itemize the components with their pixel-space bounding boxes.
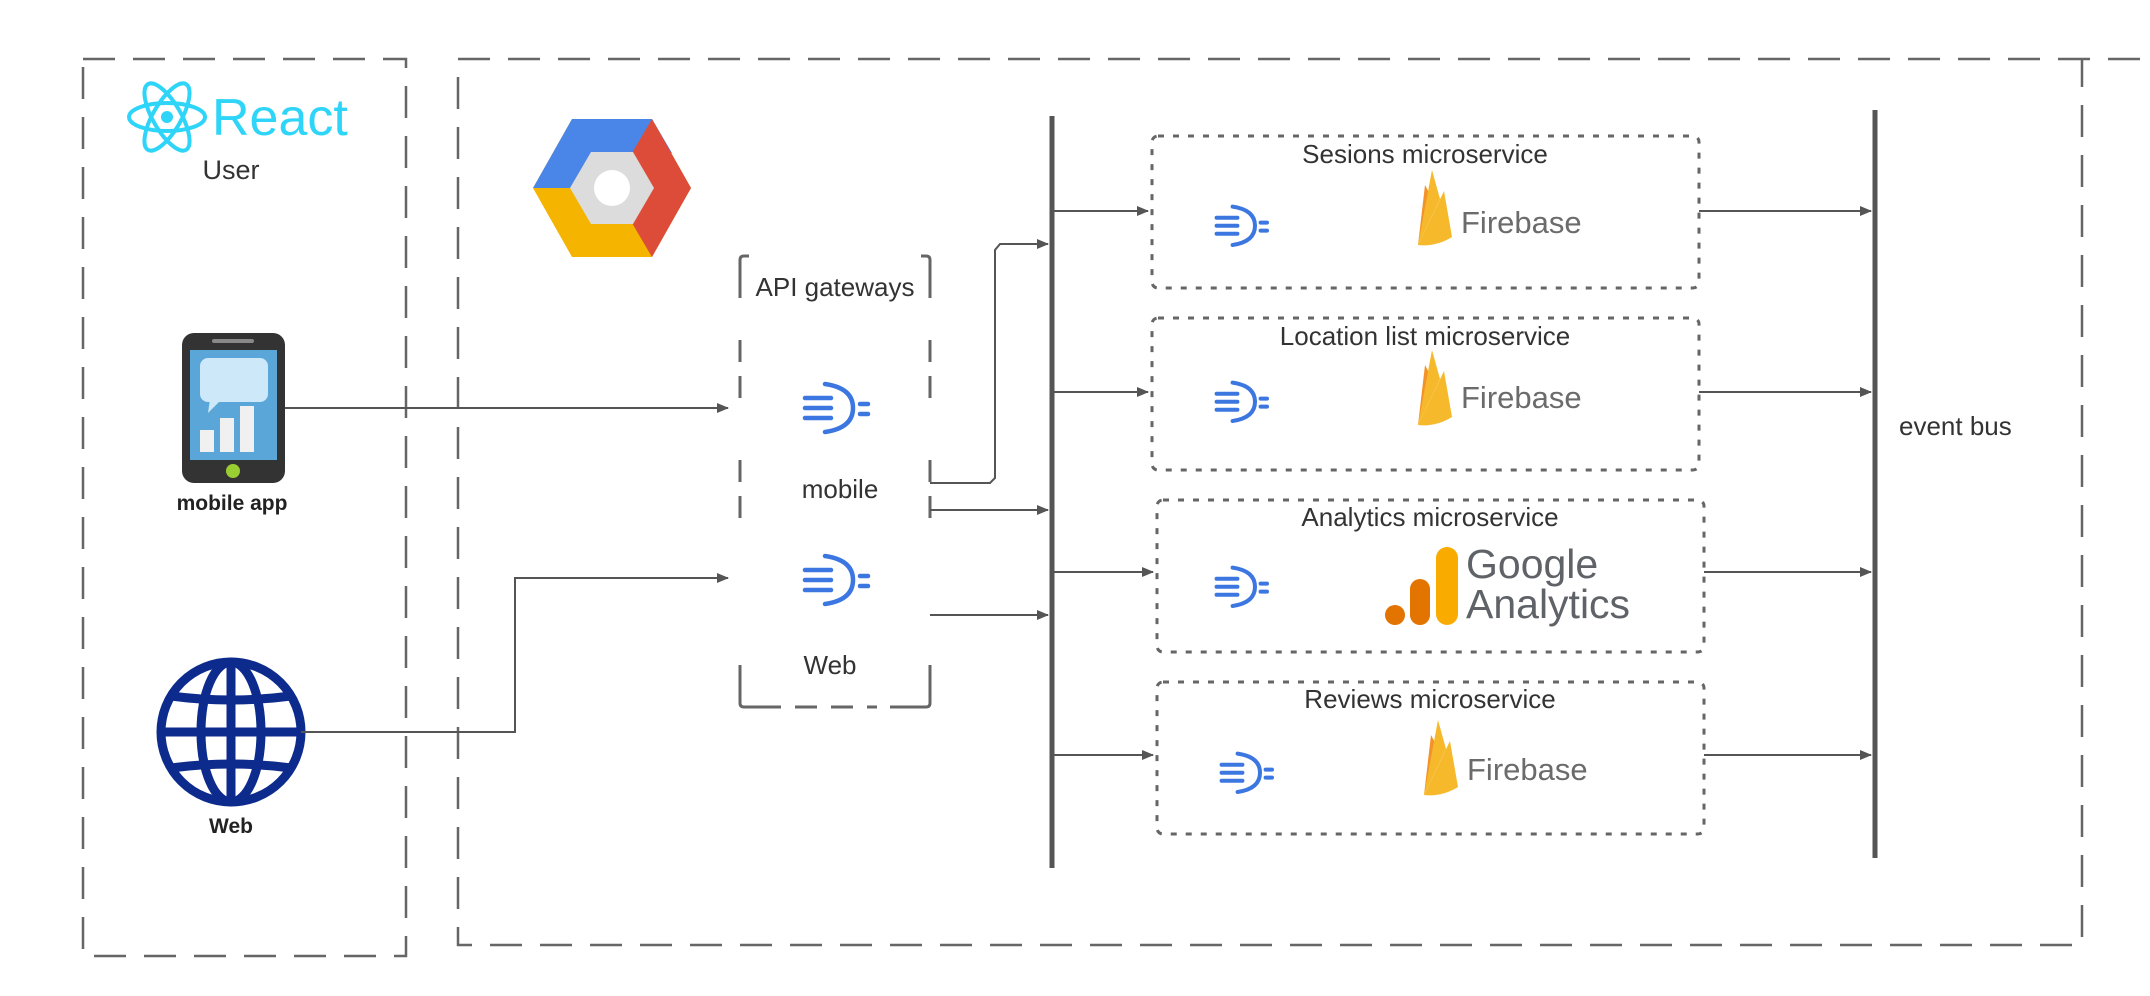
sessions-provider-label: Firebase [1461, 205, 1582, 240]
react-logo-icon [127, 81, 207, 153]
user-zone-border [81, 57, 408, 958]
analytics-provider-line2: Analytics [1466, 581, 1631, 627]
api-gateways-title: API gateways [755, 272, 915, 302]
google-cloud-icon [533, 119, 691, 257]
web-connector [301, 573, 729, 733]
mobile-phone-icon [182, 333, 285, 483]
location-microservice-box [1150, 316, 1701, 472]
mobile-app-label: mobile app [176, 492, 288, 515]
api-gateway-icon [802, 381, 871, 435]
api-gateway-icon [1214, 204, 1270, 248]
api-gateways-box [738, 254, 932, 709]
gateway-web-label: Web [803, 650, 857, 680]
user-label: User [202, 155, 260, 185]
location-provider-label: Firebase [1461, 380, 1582, 415]
react-brand-text: React [212, 89, 348, 147]
api-gateway-icon [802, 553, 871, 607]
web-client-label: Web [209, 815, 253, 838]
reviews-provider-label: Firebase [1467, 752, 1588, 787]
location-microservice-title: Location list microservice [1279, 321, 1571, 351]
globe-icon [156, 657, 306, 807]
firebase-icon [1418, 350, 1452, 426]
firebase-icon [1424, 720, 1458, 796]
sessions-microservice-title: Sesions microservice [1302, 139, 1548, 169]
reviews-microservice-title: Reviews microservice [1304, 684, 1556, 714]
reviews-microservice-box [1155, 680, 1706, 836]
gateway-mobile-connector-1 [930, 239, 1049, 484]
google-analytics-icon [1385, 547, 1458, 625]
cloud-zone-border [456, 57, 2140, 947]
api-gateway-icon [1214, 565, 1270, 609]
api-gateway-icon [1214, 380, 1270, 424]
gateway-mobile-label: mobile [801, 474, 879, 504]
event-bus-label: event bus [1899, 411, 2012, 441]
analytics-microservice-box [1155, 498, 1706, 654]
analytics-microservice-title: Analytics microservice [1301, 502, 1559, 532]
api-gateway-icon [1219, 751, 1275, 795]
firebase-icon [1418, 170, 1452, 246]
analytics-provider-line1: Google [1466, 541, 1599, 587]
sessions-microservice-box [1150, 134, 1701, 290]
